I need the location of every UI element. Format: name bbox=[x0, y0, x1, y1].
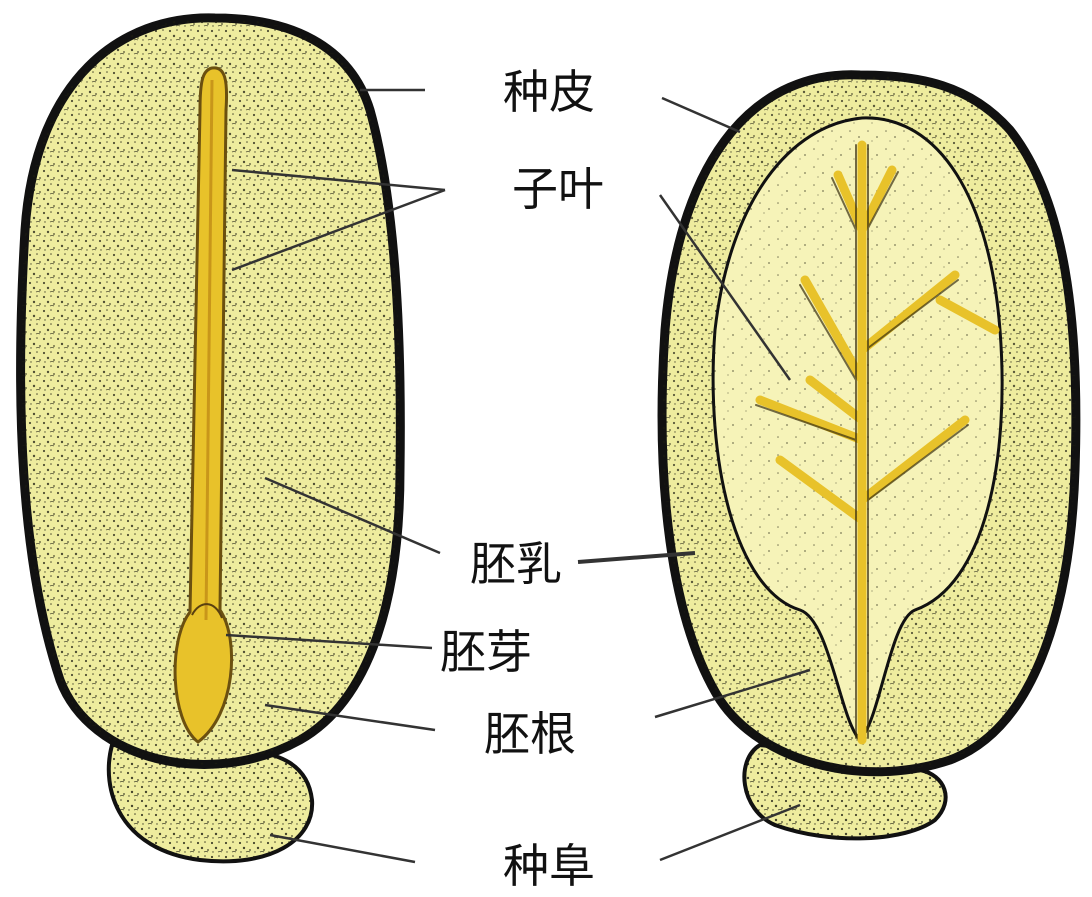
label-plumule: 胚芽 bbox=[440, 625, 532, 679]
label-seed-coat: 种皮 bbox=[503, 65, 595, 119]
label-endosperm: 胚乳 bbox=[470, 537, 562, 591]
leader-seed-coat-right bbox=[662, 98, 740, 132]
leader-caruncle-left bbox=[270, 835, 415, 862]
right-seed bbox=[662, 75, 1076, 839]
labels: 种皮 子叶 胚乳 胚芽 胚根 种阜 bbox=[440, 65, 604, 893]
label-caruncle: 种阜 bbox=[503, 839, 595, 893]
label-radicle: 胚根 bbox=[484, 707, 576, 761]
leader-caruncle-right bbox=[660, 805, 800, 860]
label-cotyledon: 子叶 bbox=[512, 162, 604, 216]
left-seed bbox=[21, 18, 401, 861]
